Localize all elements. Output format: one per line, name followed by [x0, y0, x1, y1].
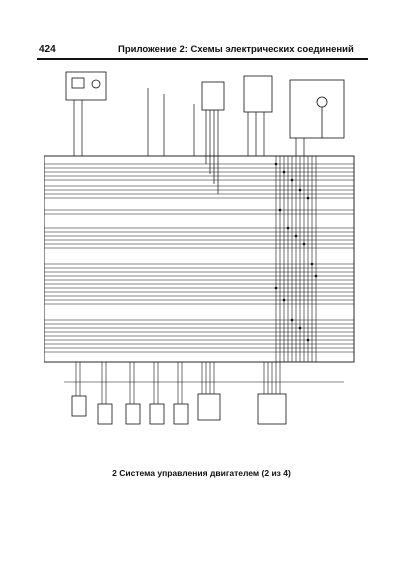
connector-box-bottom-right	[257, 393, 287, 425]
sensor-box-5	[173, 403, 189, 425]
wiring-diagram	[44, 71, 355, 425]
sensor-box-1	[71, 395, 87, 417]
sensor-box-4	[149, 403, 165, 425]
component-box-top-right	[243, 75, 273, 113]
sensor-box-3	[125, 403, 141, 425]
page-number: 424	[39, 44, 56, 55]
component-box-top-left	[65, 71, 107, 101]
component-box-far-right	[289, 79, 345, 139]
figure-caption: 2 Система управления двигателем (2 из 4)	[112, 468, 291, 478]
component-box-top-center	[201, 81, 225, 111]
header-rule	[37, 58, 368, 60]
connector-box-bottom-center	[197, 393, 221, 421]
page-header-title: Приложение 2: Схемы электрических соедин…	[118, 44, 354, 55]
ecu-harness-block	[44, 155, 355, 363]
sensor-box-2	[97, 403, 113, 425]
